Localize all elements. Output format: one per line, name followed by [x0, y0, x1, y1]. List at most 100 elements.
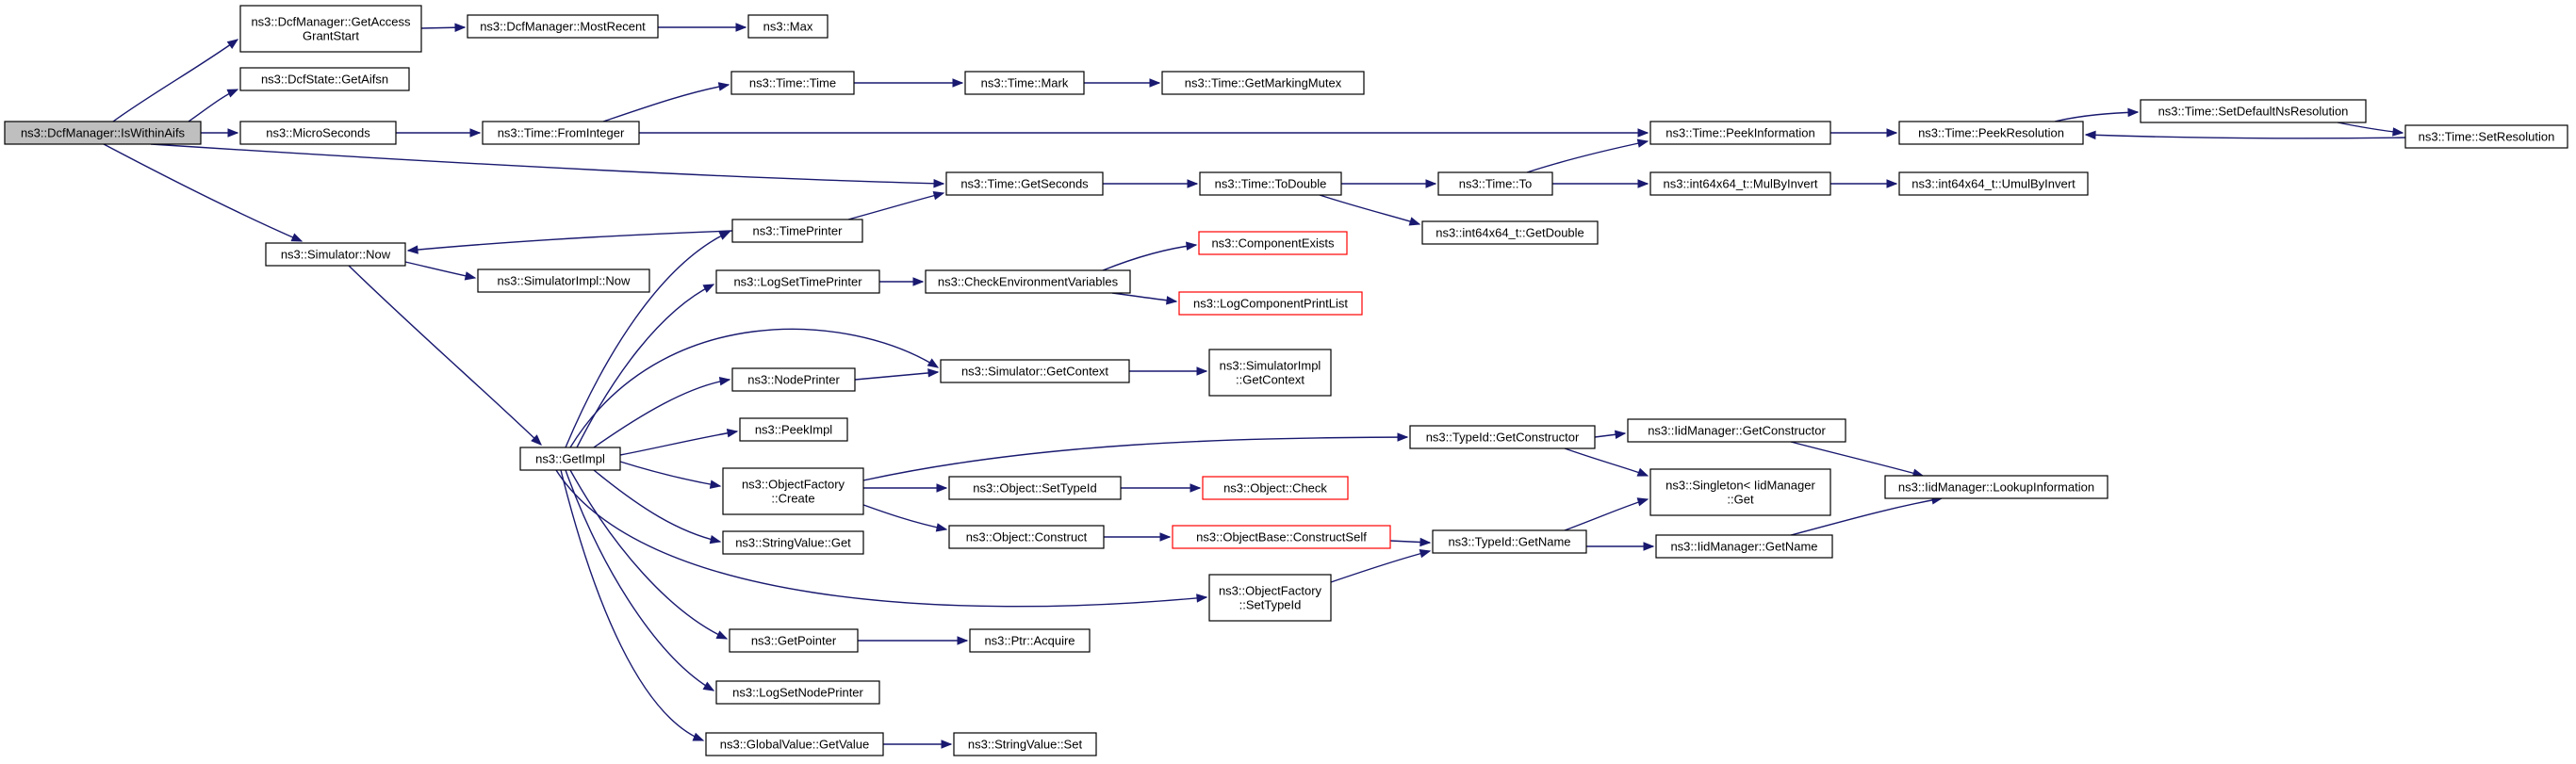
edge-arrowhead [406, 245, 418, 254]
node-objconstruct[interactable]: ns3::Object::Construct [948, 525, 1105, 549]
node-micro[interactable]: ns3::MicroSeconds [239, 121, 397, 145]
edge-arrowhead [1886, 128, 1898, 138]
node-logsettp[interactable]: ns3::LogSetTimePrinter [715, 269, 880, 294]
node-nodeprinter[interactable]: ns3::NodePrinter [731, 367, 856, 392]
edge-timeprinter-to-simnow [406, 230, 733, 254]
node-lookup[interactable]: ns3::IidManager::LookupInformation [1884, 475, 2108, 499]
node-iidgetctor[interactable]: ns3::IidManager::GetConstructor [1627, 418, 1846, 443]
node-label: ns3::Max [763, 20, 813, 34]
edge-getimpl-to-getpointer [569, 469, 729, 640]
node-peekimpl[interactable]: ns3::PeekImpl [739, 417, 848, 442]
node-timeprinter[interactable]: ns3::TimePrinter [731, 219, 863, 243]
edge-arrowhead [1190, 483, 1202, 493]
node-box [715, 680, 880, 705]
edge-ofsettype-to-typegetname [1330, 549, 1432, 583]
node-box [1202, 476, 1349, 500]
node-getimpl[interactable]: ns3::GetImpl [519, 447, 621, 471]
edge-arrowhead [1408, 217, 1421, 226]
node-strget[interactable]: ns3::StringValue::Get [722, 530, 864, 555]
node-max[interactable]: ns3::Max [747, 14, 829, 39]
node-getsec[interactable]: ns3::Time::GetSeconds [945, 171, 1104, 196]
edge-typegetname-to-iidgetname [1586, 542, 1655, 551]
node-box [1208, 349, 1332, 397]
node-label: ns3::IidManager::LookupInformation [1898, 480, 2094, 495]
node-peekinfo[interactable]: ns3::Time::PeekInformation [1649, 121, 1831, 145]
node-label: ns3::MicroSeconds [266, 126, 370, 140]
node-objcheck[interactable]: ns3::Object::Check [1202, 476, 1349, 500]
edge-getimpl-to-ofsettype [555, 469, 1208, 608]
node-label: ns3::NodePrinter [747, 373, 840, 387]
node-label: ns3::TimePrinter [753, 224, 844, 238]
node-getdouble[interactable]: ns3::int64x64_t::GetDouble [1421, 220, 1599, 245]
node-iidgetname[interactable]: ns3::IidManager::GetName [1655, 534, 1833, 559]
edge-line [1564, 498, 1649, 531]
edge-timeprinter-to-getsec [847, 191, 945, 220]
node-mark[interactable]: ns3::Time::Mark [964, 71, 1085, 95]
node-simimplnow[interactable]: ns3::SimulatorImpl::Now [477, 268, 650, 293]
node-typegetname[interactable]: ns3::TypeId::GetName [1432, 529, 1587, 554]
node-box [1649, 171, 1831, 196]
node-aifsn[interactable]: ns3::DcfState::GetAifsn [239, 67, 410, 91]
node-box [969, 628, 1091, 653]
node-box [945, 171, 1104, 196]
node-label: ns3::CheckEnvironmentVariables [938, 275, 1119, 289]
node-setres[interactable]: ns3::Time::SetResolution [2404, 124, 2568, 149]
node-label: ns3::int64x64_t::MulByInvert [1663, 177, 1817, 191]
edge-arrowhead [702, 284, 715, 293]
node-label: ns3::Object::Check [1223, 481, 1327, 496]
node-box [729, 628, 859, 653]
edge-todouble-to-getdouble [1319, 194, 1421, 226]
node-checkenv[interactable]: ns3::CheckEnvironmentVariables [925, 269, 1131, 294]
node-box [239, 121, 397, 145]
node-todouble[interactable]: ns3::Time::ToDouble [1199, 171, 1342, 196]
node-box [953, 732, 1097, 756]
node-label: ns3::Singleton< IidManager [1665, 479, 1815, 493]
edge-line [1526, 140, 1649, 173]
node-logcpl[interactable]: ns3::LogComponentPrintList [1178, 291, 1363, 316]
node-gmm[interactable]: ns3::Time::GetMarkingMutex [1161, 71, 1365, 95]
node-label: ns3::DcfManager::GetAccess [251, 15, 411, 29]
node-fromint[interactable]: ns3::Time::FromInteger [482, 121, 640, 145]
node-compexists[interactable]: ns3::ComponentExists [1198, 231, 1348, 255]
edge-arrowhead [1397, 432, 1409, 442]
node-getpointer[interactable]: ns3::GetPointer [729, 628, 859, 653]
node-label: ns3::Ptr::Acquire [984, 634, 1075, 648]
node-simimplctx[interactable]: ns3::SimulatorImpl::GetContext [1208, 349, 1332, 397]
node-objsettype[interactable]: ns3::Object::SetTypeId [948, 476, 1122, 500]
node-label: ns3::Object::SetTypeId [973, 481, 1097, 496]
edge-root-to-gas [112, 39, 239, 122]
node-box [482, 121, 640, 145]
node-typegetctor[interactable]: ns3::TypeId::GetConstructor [1409, 425, 1596, 449]
node-label: ns3::Time::To [1459, 177, 1533, 191]
node-simgetctx[interactable]: ns3::Simulator::GetContext [940, 359, 1130, 383]
node-mr[interactable]: ns3::DcfManager::MostRecent [467, 14, 659, 39]
node-root[interactable]: ns3::DcfManager::IsWithinAifs [4, 121, 202, 145]
edge-arrowhead [1637, 128, 1649, 138]
edge-arrowhead [1166, 296, 1178, 305]
node-box [2140, 99, 2367, 123]
node-mulbyinv[interactable]: ns3::int64x64_t::MulByInvert [1649, 171, 1831, 196]
node-setdef[interactable]: ns3::Time::SetDefaultNsResolution [2140, 99, 2367, 123]
node-logsetnp[interactable]: ns3::LogSetNodePrinter [715, 680, 880, 705]
node-box [1161, 71, 1365, 95]
node-label: ns3::GetPointer [751, 634, 837, 648]
edge-arrowhead [1419, 537, 1432, 547]
node-simnow[interactable]: ns3::Simulator::Now [265, 242, 406, 267]
node-umul[interactable]: ns3::int64x64_t::UmulByInvert [1898, 171, 2089, 196]
node-box [715, 269, 880, 294]
node-ttime[interactable]: ns3::Time::Time [730, 71, 855, 95]
edge-arrowhead [952, 78, 964, 88]
node-ofsettype[interactable]: ns3::ObjectFactory::SetTypeId [1208, 574, 1332, 622]
node-gvgetvalue[interactable]: ns3::GlobalValue::GetValue [705, 732, 884, 756]
edge-arrowhead [927, 368, 940, 378]
node-ofcreate[interactable]: ns3::ObjectFactory::Create [722, 467, 864, 515]
node-peekres[interactable]: ns3::Time::PeekResolution [1898, 121, 2084, 145]
node-to[interactable]: ns3::Time::To [1437, 171, 1553, 196]
edge-arrowhead [1643, 542, 1655, 551]
node-singleton[interactable]: ns3::Singleton< IidManager::Get [1649, 468, 1831, 516]
node-ptracquire[interactable]: ns3::Ptr::Acquire [969, 628, 1091, 653]
edge-arrowhead [935, 523, 948, 532]
node-constructself[interactable]: ns3::ObjectBase::ConstructSelf [1172, 525, 1391, 549]
node-strset[interactable]: ns3::StringValue::Set [953, 732, 1097, 756]
